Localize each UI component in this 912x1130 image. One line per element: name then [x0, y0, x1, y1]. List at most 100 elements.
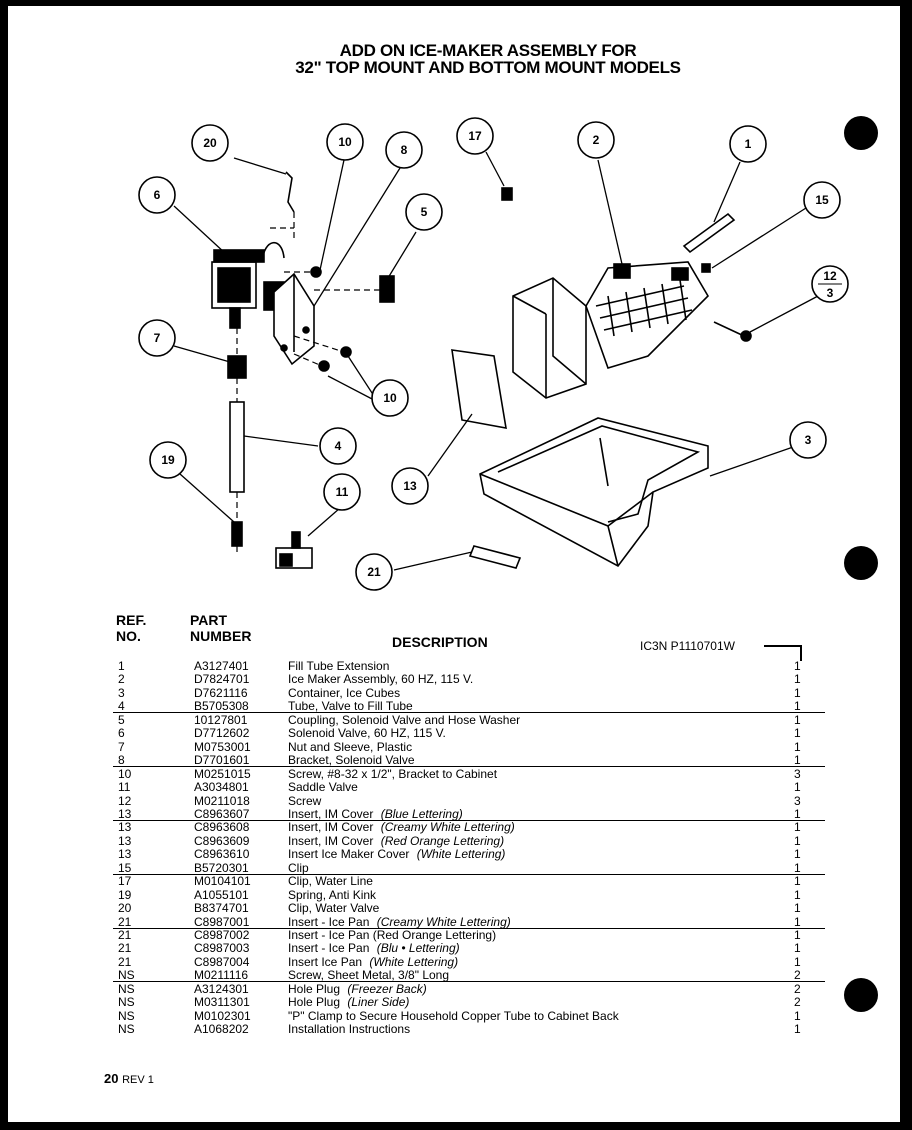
- ref-number: 15: [118, 860, 132, 875]
- row-divider: [113, 981, 825, 983]
- part-number: C8987003: [194, 941, 250, 956]
- ref-number: 8: [118, 753, 125, 768]
- quantity: 3: [794, 766, 801, 781]
- part-number: C8963608: [194, 820, 250, 835]
- callout-label: 7: [154, 331, 161, 345]
- screw-10: [318, 360, 330, 372]
- quantity: 1: [794, 941, 801, 956]
- callout-6: [138, 176, 176, 214]
- ref-number: 21: [118, 914, 132, 929]
- part-number: C8963609: [194, 833, 250, 848]
- ref-number: 11: [118, 780, 131, 795]
- quantity: 1: [794, 659, 801, 673]
- part-number: M0102301: [194, 1008, 251, 1023]
- callout-label: 5: [421, 205, 428, 219]
- part-description: Nut and Sleeve, Plastic: [288, 739, 413, 754]
- manual-page: ADD ON ICE-MAKER ASSEMBLY FOR 32" TOP MO…: [8, 6, 900, 1122]
- callout-5: [405, 193, 443, 231]
- quantity: 1: [794, 726, 801, 741]
- lettering-note: (Freezer Back): [344, 981, 427, 996]
- quantity: 2: [794, 981, 801, 996]
- lettering-note: (Red Orange Lettering): [377, 833, 505, 848]
- callout-20: [191, 124, 229, 162]
- ref-no-header: REF. NO.: [116, 612, 147, 644]
- ref-number: 6: [118, 726, 125, 741]
- ref-number: 10: [118, 766, 132, 781]
- quantity: 1: [794, 780, 801, 795]
- solenoid-valve-bracket: [273, 272, 315, 366]
- part-number: M0211116: [194, 968, 249, 983]
- parts-row: 5 10127801 Coupling, Solenoid Valve and Ho…: [118, 713, 818, 727]
- quantity: 1: [794, 806, 801, 821]
- quantity: 1: [794, 860, 801, 875]
- callout-1: [729, 125, 767, 163]
- water-line-clip: [501, 187, 513, 201]
- code-bracket: [764, 645, 802, 661]
- binder-hole: [844, 116, 878, 150]
- part-number: M0251015: [194, 766, 251, 781]
- part-description: Insert, IM Cover (Creamy White Lettering…: [288, 820, 515, 835]
- ref-number: 13: [118, 833, 132, 848]
- lettering-note: (Blue Lettering): [377, 806, 463, 821]
- ref-number: 21: [118, 928, 132, 942]
- document-code: IC3N P1110701W: [640, 639, 735, 653]
- quantity: 1: [794, 874, 801, 889]
- quantity: 1: [794, 887, 801, 902]
- callout-label: 1: [745, 137, 752, 151]
- part-number: A1055101: [194, 887, 249, 902]
- quantity: 1: [794, 672, 801, 687]
- row-divider: [113, 873, 825, 875]
- lettering-note: (White Lettering): [366, 954, 459, 969]
- part-number: C8987002: [194, 928, 250, 942]
- quantity: 1: [794, 833, 801, 848]
- part-number: D7621116: [194, 685, 248, 700]
- part-description: Hole Plug (Freezer Back): [288, 981, 427, 996]
- quantity: 1: [794, 928, 801, 942]
- part-number: C8987004: [194, 954, 250, 969]
- ref-number: 5: [118, 712, 125, 727]
- water-valve-clip: [285, 171, 295, 213]
- callout-13: [391, 467, 429, 505]
- part-description: Insert, IM Cover (Red Orange Lettering): [288, 833, 505, 848]
- callout-label: 3: [827, 286, 834, 300]
- quantity: 1: [794, 914, 801, 929]
- ref-number: 7: [118, 739, 125, 754]
- callout-3: [789, 421, 827, 459]
- ref-number: NS: [118, 968, 135, 983]
- part-number: D7824701: [194, 672, 250, 687]
- clip-15: [701, 263, 711, 273]
- quantity: 1: [794, 753, 801, 768]
- part-description: Coupling, Solenoid Valve and Hose Washer: [288, 712, 521, 727]
- callout-label: 19: [161, 453, 175, 467]
- callout-8: [385, 131, 423, 169]
- ref-number: 13: [118, 847, 132, 862]
- quantity: 1: [794, 685, 801, 700]
- part-number: 10127801: [194, 712, 248, 727]
- part-number: C8963607: [194, 806, 250, 821]
- binder-hole: [844, 546, 878, 580]
- part-number-header: PART NUMBER: [190, 612, 252, 644]
- part-description: Installation Instructions: [288, 1022, 411, 1037]
- callout-2: [577, 121, 615, 159]
- callout-11: [323, 473, 361, 511]
- part-number: A1068202: [194, 1022, 249, 1037]
- part-number: B5720301: [194, 860, 249, 875]
- callout-label: 2: [593, 133, 600, 147]
- part-description: Bracket, Solenoid Valve: [288, 753, 415, 768]
- row-divider: [113, 766, 825, 768]
- page-title: ADD ON ICE-MAKER ASSEMBLY FOR 32" TOP MO…: [168, 42, 808, 76]
- binder-hole: [844, 978, 878, 1012]
